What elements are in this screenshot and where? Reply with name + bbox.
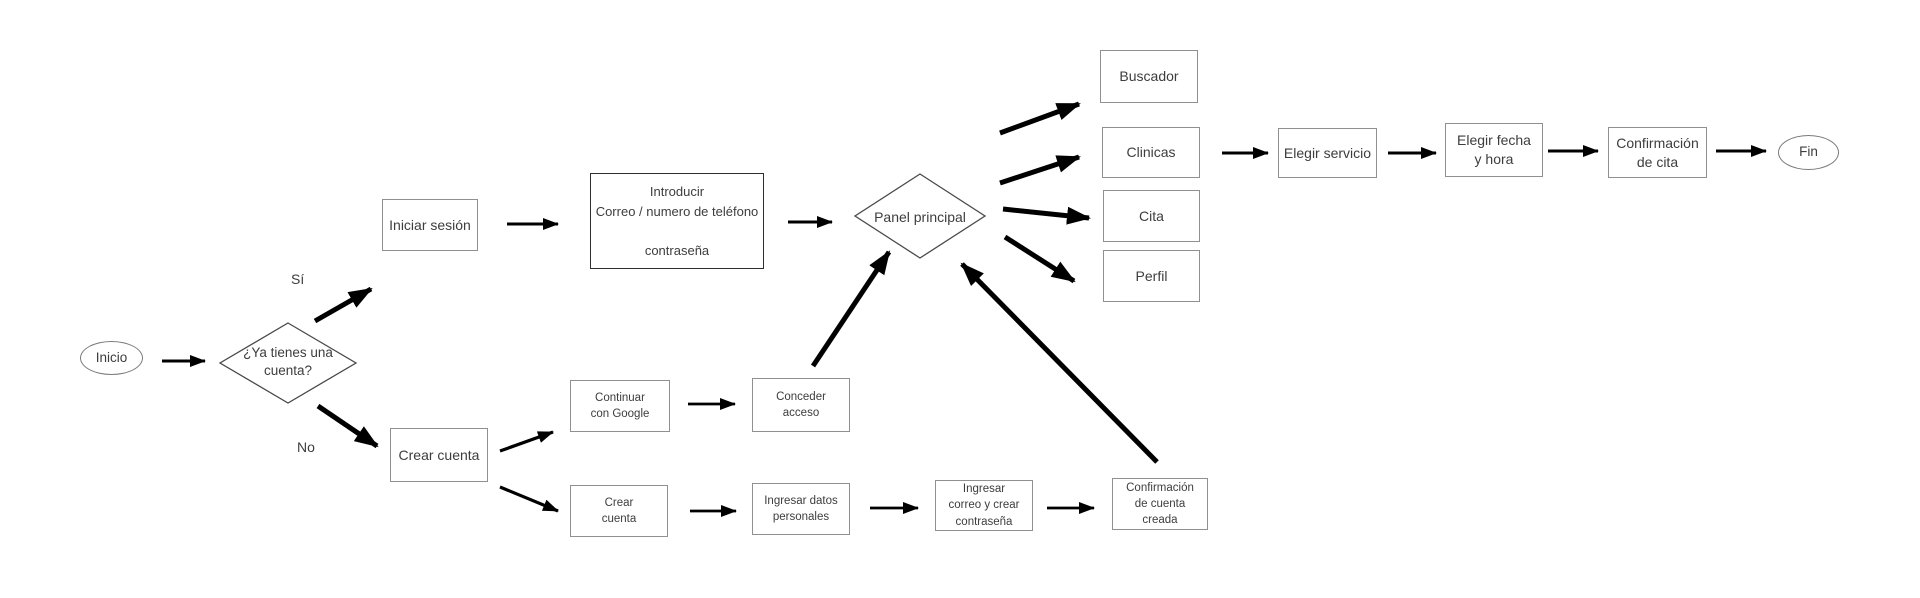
arrow-panel-to-cita: [1002, 206, 1091, 225]
arrow-panel-to-buscador: [999, 101, 1081, 136]
node-panel-principal-label: Panel principal: [874, 209, 966, 225]
node-iniciar-sesion: Iniciar sesión: [382, 199, 478, 251]
arrow-crearcuenta-to-google: [499, 430, 554, 453]
node-decision-cuenta-label: ¿Ya tienes una cuenta?: [243, 345, 333, 379]
node-fin: Fin: [1778, 135, 1839, 170]
decision-cuenta-diamond: [218, 322, 358, 404]
node-elegir-fecha-hora: Elegir fecha y hora: [1445, 123, 1543, 177]
node-elegir-servicio: Elegir servicio: [1278, 128, 1377, 178]
node-crear-cuenta: Crear cuenta: [390, 428, 488, 482]
node-clinicas: Clinicas: [1102, 127, 1200, 178]
arrow-conceder-to-panel: [810, 250, 892, 368]
node-crear-cuenta-formulario: Crear cuenta: [570, 485, 668, 537]
node-perfil: Perfil: [1103, 250, 1200, 302]
node-continuar-con-google: Continuar con Google: [570, 380, 670, 432]
node-cita: Cita: [1103, 190, 1200, 242]
arrow-crearcuenta-to-formulario: [499, 485, 559, 513]
arrow-si-to-iniciar-sesion: [313, 286, 373, 324]
node-confirmacion-cuenta-creada: Confirmación de cuenta creada: [1112, 478, 1208, 530]
node-conceder-acceso: Conceder acceso: [752, 378, 850, 432]
node-inicio: Inicio: [80, 341, 143, 375]
arrow-panel-to-perfil: [1003, 234, 1076, 284]
node-ingresar-datos-personales: Ingresar datos personales: [752, 483, 850, 535]
node-introducir-credenciales: Introducir Correo / numero de teléfono c…: [590, 173, 764, 269]
node-buscador: Buscador: [1100, 50, 1198, 103]
node-confirmacion-cita: Confirmación de cita: [1608, 127, 1707, 178]
branch-label-si: Sí: [291, 271, 305, 287]
panel-principal-diamond: [853, 173, 987, 259]
node-ingresar-correo-contrasena: Ingresar correo y crear contraseña: [935, 480, 1033, 531]
arrow-confcuenta-to-panel: [960, 262, 1159, 464]
arrow-panel-to-clinicas: [999, 154, 1081, 186]
arrow-no-to-crear-cuenta: [316, 403, 379, 449]
branch-label-no: No: [297, 439, 315, 455]
